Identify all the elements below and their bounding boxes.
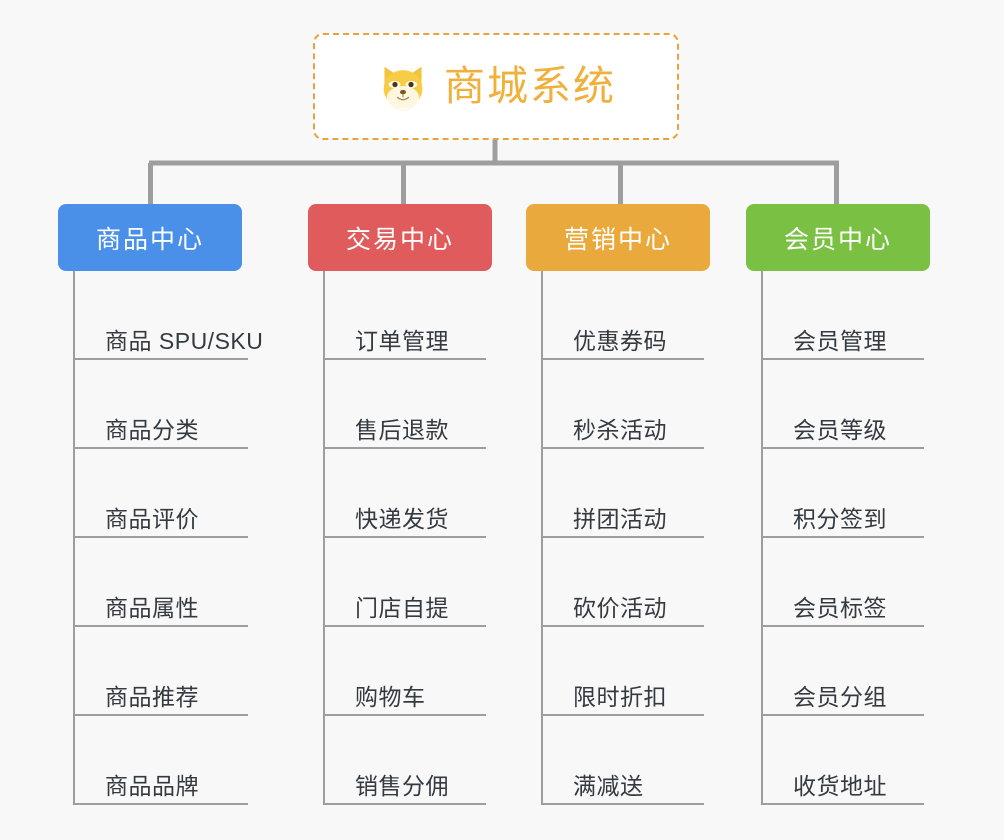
branch-column-marketing-center: 营销中心 优惠券码 秒杀活动 拼团活动 砍价活动 限时折扣 满减送 <box>526 204 710 805</box>
leaf-label: 满减送 <box>573 772 644 799</box>
leaf-item[interactable]: 会员管理 <box>763 271 924 360</box>
leaf-label: 积分签到 <box>793 505 887 532</box>
leaf-item[interactable]: 销售分佣 <box>325 716 486 805</box>
leaf-label: 商品推荐 <box>105 683 199 710</box>
leaf-item[interactable]: 门店自提 <box>325 538 486 627</box>
category-header-marketing-center[interactable]: 营销中心 <box>526 204 710 271</box>
leaf-list-product-center: 商品 SPU/SKU 商品分类 商品评价 商品属性 商品推荐 商品品牌 <box>73 271 263 805</box>
category-header-trade-center[interactable]: 交易中心 <box>308 204 492 271</box>
leaf-item[interactable]: 秒杀活动 <box>543 360 704 449</box>
leaf-label: 商品评价 <box>105 505 199 532</box>
leaf-item[interactable]: 优惠券码 <box>543 271 704 360</box>
leaf-item[interactable]: 快递发货 <box>325 449 486 538</box>
leaf-label: 拼团活动 <box>573 505 667 532</box>
leaf-item[interactable]: 收货地址 <box>763 716 924 805</box>
leaf-label: 售后退款 <box>355 416 449 443</box>
leaf-item[interactable]: 会员等级 <box>763 360 924 449</box>
leaf-item[interactable]: 积分签到 <box>763 449 924 538</box>
leaf-item[interactable]: 会员分组 <box>763 627 924 716</box>
leaf-item[interactable]: 商品分类 <box>75 360 248 449</box>
leaf-label: 购物车 <box>355 683 426 710</box>
leaf-label: 会员等级 <box>793 416 887 443</box>
leaf-item[interactable]: 满减送 <box>543 716 704 805</box>
leaf-item[interactable]: 购物车 <box>325 627 486 716</box>
category-label: 商品中心 <box>95 225 204 254</box>
leaf-list-marketing-center: 优惠券码 秒杀活动 拼团活动 砍价活动 限时折扣 满减送 <box>541 271 710 805</box>
leaf-label: 限时折扣 <box>573 683 667 710</box>
leaf-label: 收货地址 <box>793 772 887 799</box>
leaf-label: 订单管理 <box>355 327 449 354</box>
root-node[interactable]: 商城系统 <box>313 33 679 140</box>
category-header-product-center[interactable]: 商品中心 <box>58 204 242 271</box>
leaf-item[interactable]: 商品属性 <box>75 538 248 627</box>
leaf-label: 优惠券码 <box>573 327 667 354</box>
leaf-label: 商品属性 <box>105 594 199 621</box>
leaf-label: 商品品牌 <box>105 772 199 799</box>
category-label: 营销中心 <box>563 225 672 254</box>
leaf-item[interactable]: 限时折扣 <box>543 627 704 716</box>
shiba-dog-icon <box>383 66 423 111</box>
leaf-item[interactable]: 拼团活动 <box>543 449 704 538</box>
leaf-list-trade-center: 订单管理 售后退款 快递发货 门店自提 购物车 销售分佣 <box>323 271 492 805</box>
leaf-item[interactable]: 砍价活动 <box>543 538 704 627</box>
branch-column-trade-center: 交易中心 订单管理 售后退款 快递发货 门店自提 购物车 销售分佣 <box>308 204 492 805</box>
leaf-label: 会员分组 <box>793 683 887 710</box>
leaf-list-member-center: 会员管理 会员等级 积分签到 会员标签 会员分组 收货地址 <box>761 271 930 805</box>
category-header-member-center[interactable]: 会员中心 <box>746 204 930 271</box>
leaf-item[interactable]: 商品 SPU/SKU <box>75 271 263 360</box>
leaf-label: 秒杀活动 <box>573 416 667 443</box>
leaf-label: 砍价活动 <box>573 594 667 621</box>
leaf-label: 商品分类 <box>105 416 199 443</box>
leaf-item[interactable]: 商品推荐 <box>75 627 248 716</box>
leaf-label: 会员标签 <box>793 594 887 621</box>
leaf-label: 销售分佣 <box>355 772 449 799</box>
branch-column-product-center: 商品中心 商品 SPU/SKU 商品分类 商品评价 商品属性 商品推荐 商品品牌 <box>58 204 263 805</box>
leaf-label: 商品 SPU/SKU <box>105 327 264 354</box>
root-title: 商城系统 <box>444 63 616 109</box>
leaf-item[interactable]: 售后退款 <box>325 360 486 449</box>
leaf-label: 门店自提 <box>355 594 449 621</box>
category-label: 交易中心 <box>345 225 454 254</box>
leaf-item[interactable]: 会员标签 <box>763 538 924 627</box>
category-label: 会员中心 <box>783 225 892 254</box>
branch-column-member-center: 会员中心 会员管理 会员等级 积分签到 会员标签 会员分组 收货地址 <box>746 204 930 805</box>
leaf-item[interactable]: 订单管理 <box>325 271 486 360</box>
leaf-label: 会员管理 <box>793 327 887 354</box>
leaf-item[interactable]: 商品品牌 <box>75 716 248 805</box>
leaf-label: 快递发货 <box>355 505 449 532</box>
leaf-item[interactable]: 商品评价 <box>75 449 248 538</box>
